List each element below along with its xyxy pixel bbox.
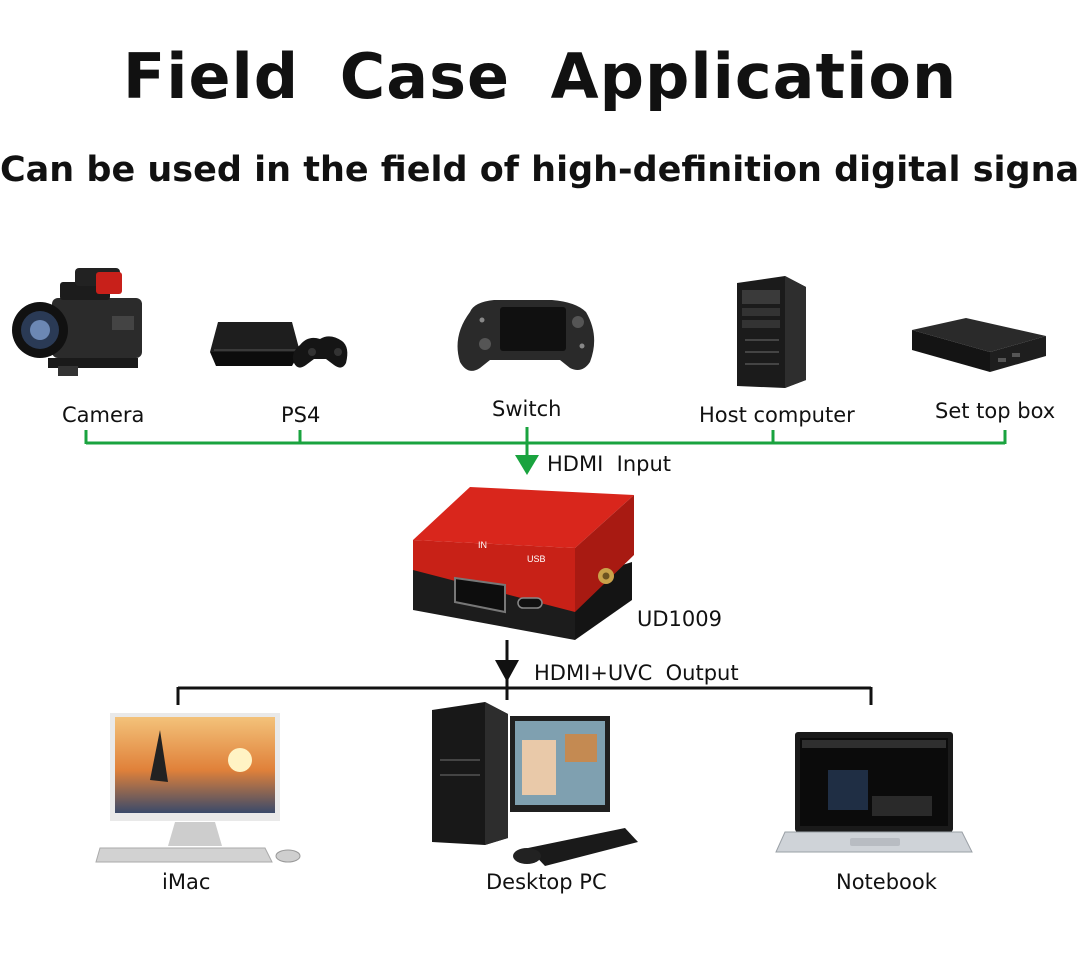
input-label-set-top-box: Set top box: [935, 399, 1056, 423]
set-top-box-icon: [912, 318, 1046, 372]
hdmi-uvc-output-label: HDMI+UVC Output: [534, 661, 739, 685]
output-label-desktop-pc: Desktop PC: [486, 870, 607, 894]
notebook-icon: [775, 732, 973, 853]
input-label-ps4: PS4: [281, 403, 321, 427]
output-label-notebook: Notebook: [836, 870, 937, 894]
output-arrow: [495, 660, 519, 682]
imac-icon: [95, 713, 301, 863]
page-title: Field Case Application: [122, 40, 958, 113]
host-computer-icon: [737, 276, 806, 388]
switch-console-icon: [457, 300, 595, 371]
device-model-label: UD1009: [637, 607, 722, 631]
ps4-console-icon: [210, 322, 348, 368]
input-label-camera: Camera: [62, 403, 145, 427]
camera-icon: [12, 268, 142, 376]
output-label-imac: iMac: [162, 870, 211, 894]
input-label-host-computer: Host computer: [699, 403, 855, 427]
output-bus: [176, 640, 873, 705]
port-label-in: IN: [478, 540, 487, 550]
page-subtitle: Can be used in the field of high-definit…: [0, 150, 1080, 190]
input-arrow: [515, 455, 539, 475]
hdmi-input-label: HDMI Input: [547, 452, 672, 476]
input-label-switch: Switch: [492, 397, 562, 421]
port-label-usb: USB: [527, 554, 546, 564]
capture-card-icon: IN USB: [413, 487, 634, 640]
desktop-pc-icon: [432, 702, 638, 866]
input-bus: [84, 427, 1007, 458]
